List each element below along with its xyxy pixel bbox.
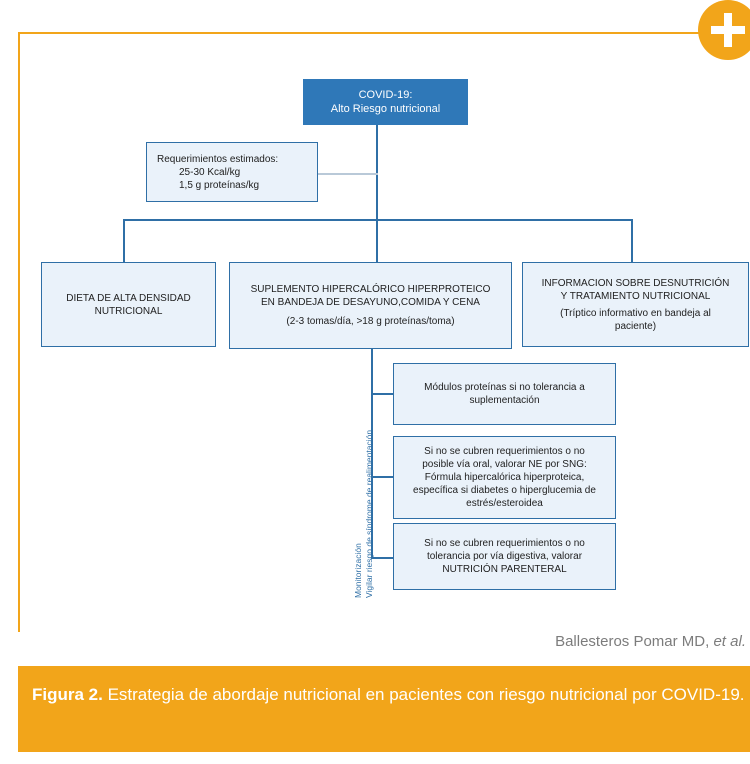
node-text: (2-3 tomas/día, >18 g proteínas/toma) (286, 316, 455, 327)
node-modules: Módulos proteínas si no tolerancia a sup… (393, 363, 616, 425)
node-text: Requerimientos estimados: (157, 153, 279, 165)
caption-text: Estrategia de abordaje nutricional en pa… (102, 685, 745, 704)
connector-to-modules (371, 393, 393, 395)
figure-caption: Figura 2. Estrategia de abordaje nutrici… (18, 666, 750, 752)
node-text: suplementación (469, 395, 540, 406)
connector-to-supplement (376, 219, 378, 262)
node-diet: DIETA DE ALTA DENSIDAD NUTRICIONAL (41, 262, 216, 347)
node-parenteral: Si no se cubren requerimientos o no tole… (393, 523, 616, 590)
node-text: posible vía oral, valorar NE por SNG: (422, 459, 587, 470)
credit-authors: Ballesteros Pomar MD, (555, 633, 714, 650)
node-text: Módulos proteínas si no tolerancia a (424, 382, 585, 393)
connector-supplement-down (371, 348, 373, 558)
node-text: SUPLEMENTO HIPERCALÓRICO HIPERPROTEICO (250, 284, 491, 295)
node-supplement: SUPLEMENTO HIPERCALÓRICO HIPERPROTEICO E… (229, 262, 512, 349)
node-information: INFORMACION SOBRE DESNUTRICIÓN Y TRATAMI… (522, 262, 749, 347)
node-text: Y TRATAMIENTO NUTRICIONAL (560, 290, 711, 302)
connector-horizontal-branch (123, 219, 633, 221)
node-enteral: Si no se cubren requerimientos o no posi… (393, 436, 616, 519)
image-credit: Ballesteros Pomar MD, et al. (555, 633, 746, 650)
node-text: 25-30 Kcal/kg (179, 166, 241, 178)
node-text: NUTRICIONAL (94, 305, 163, 317)
node-text: INFORMACION SOBRE DESNUTRICIÓN (541, 277, 730, 289)
node-text: (Tríptico informativo en bandeja al (560, 307, 711, 319)
monitoring-title: Monitorización (353, 543, 363, 598)
connector-requirements (318, 173, 378, 175)
node-text: estrés/esteroidea (466, 498, 543, 509)
node-text: COVID-19: (358, 88, 413, 101)
frame-top-border (18, 32, 712, 34)
node-text: Si no se cubren requerimientos o no (424, 446, 585, 457)
node-text: DIETA DE ALTA DENSIDAD (66, 292, 191, 304)
connector-to-parenteral (371, 557, 393, 559)
node-text: paciente) (614, 320, 657, 332)
connector-to-enteral (371, 476, 393, 478)
frame-left-border (18, 32, 20, 632)
caption-label: Figura 2. (32, 685, 103, 704)
node-text: específica si diabetes o hiperglucemia d… (413, 485, 596, 496)
node-text: 1,5 g proteínas/kg (179, 179, 260, 191)
node-root: COVID-19: Alto Riesgo nutricional (303, 79, 468, 125)
connector-root-down (376, 124, 378, 220)
node-text: tolerancia por vía digestiva, valorar (426, 551, 583, 562)
credit-etal: et al. (713, 633, 746, 650)
monitoring-subtitle: Vigilar riesgo de síndrome de realimenta… (363, 429, 374, 598)
connector-to-diet (123, 219, 125, 262)
node-text: NUTRICIÓN PARENTERAL (442, 564, 567, 575)
node-text: Fórmula hipercalórica hiperproteica, (424, 472, 585, 483)
node-text: Alto Riesgo nutricional (330, 103, 441, 115)
node-requirements: Requerimientos estimados: 25-30 Kcal/kg … (146, 142, 318, 202)
node-text: Si no se cubren requerimientos o no (424, 538, 585, 549)
plus-icon (698, 0, 750, 60)
connector-to-information (631, 219, 633, 262)
node-text: EN BANDEJA DE DESAYUNO,COMIDA Y CENA (261, 297, 480, 308)
